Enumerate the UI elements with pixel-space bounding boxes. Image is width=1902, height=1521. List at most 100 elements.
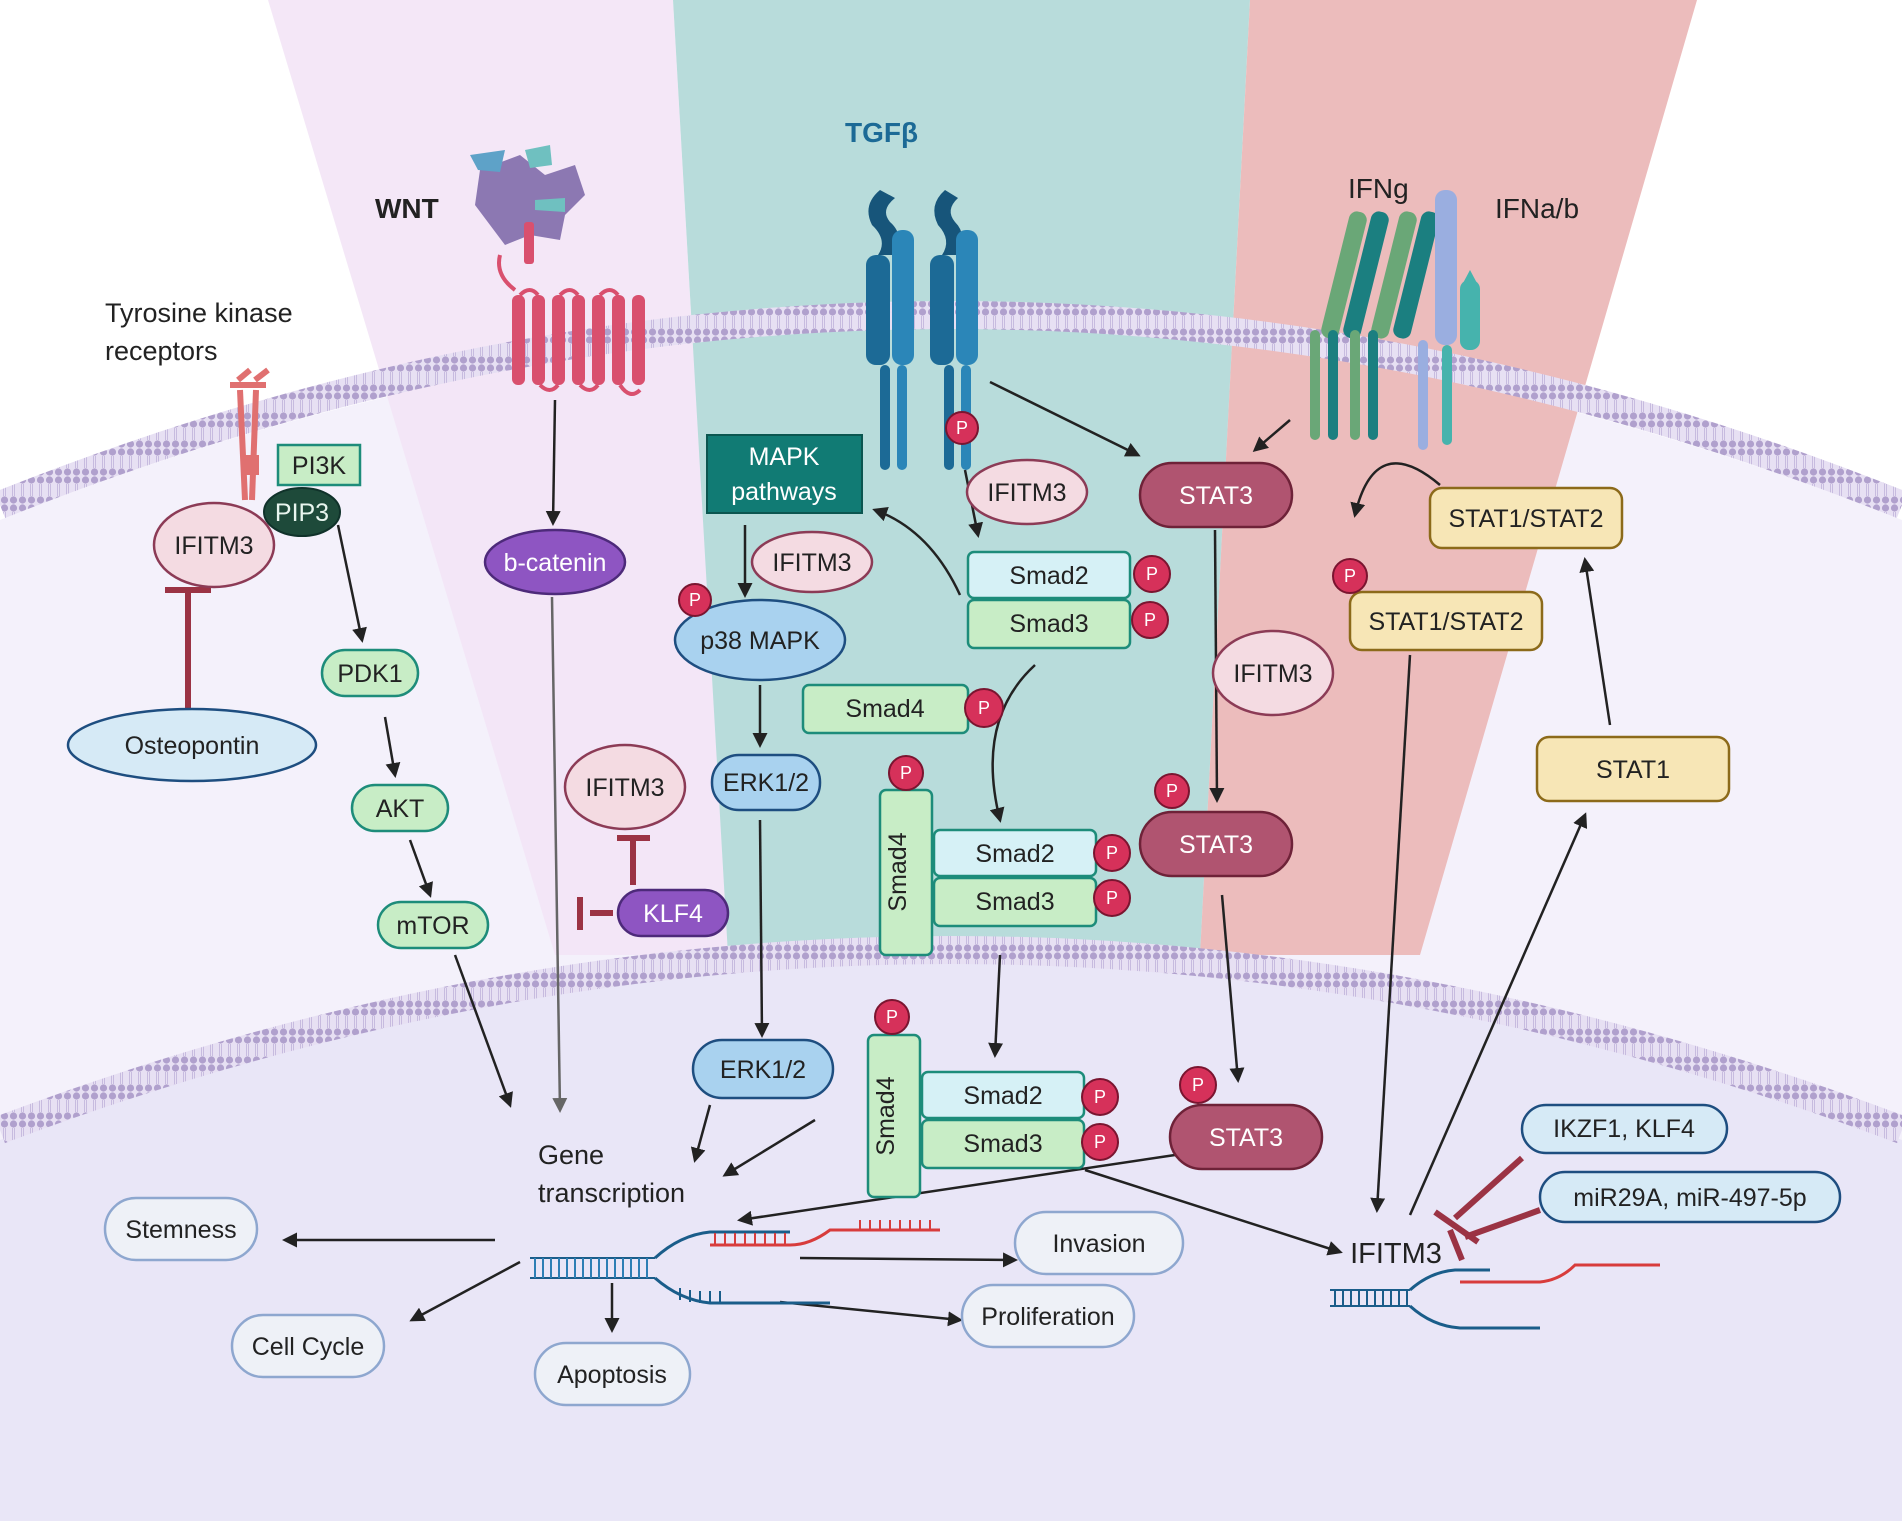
- proliferation-node: [960, 1283, 1136, 1349]
- stat1-node: [1535, 735, 1731, 803]
- phosphate-badge: [1081, 1123, 1119, 1161]
- erk-nuc-label: ERK1/2: [720, 1056, 806, 1084]
- ifitm3-smad-node: [965, 458, 1089, 526]
- ligand-labels: WNT TGFβ IFNg IFNa/b Tyrosine kinase rec…: [105, 117, 1579, 366]
- wnt-wedge: [268, 0, 728, 955]
- stat12-a-node: [1428, 486, 1624, 550]
- phosphate-label: P: [1106, 888, 1118, 908]
- stat3-c-node: [1168, 1103, 1324, 1171]
- stat1-label: STAT1: [1596, 756, 1670, 784]
- stat3-a-node: [1138, 461, 1294, 529]
- pip3-node: [263, 487, 341, 537]
- pi3k-label: PI3K: [292, 452, 347, 480]
- phosphate-badge: [1154, 773, 1190, 809]
- apoptosis-label: Apoptosis: [557, 1361, 667, 1389]
- invasion-label: Invasion: [1052, 1230, 1145, 1258]
- osteopontin-node: [66, 707, 318, 783]
- smad2-c-label: Smad2: [963, 1082, 1042, 1110]
- gene-label-line1: Gene: [538, 1140, 604, 1170]
- erk-cyto-node: [710, 753, 822, 812]
- tk-label-line1: Tyrosine kinase: [105, 298, 293, 328]
- mapk-pathways-node: [706, 434, 863, 514]
- smad2-a-label: Smad2: [1009, 562, 1088, 590]
- klf4-node: [616, 888, 730, 938]
- ifitm3-klf4-label: IFITM3: [585, 774, 664, 802]
- mtor-node: [376, 900, 490, 950]
- phosphate-label: P: [900, 763, 912, 783]
- ifitm3-tk-label: IFITM3: [174, 532, 253, 560]
- phosphate-badge: [1332, 558, 1368, 594]
- stat12-b-node: [1348, 590, 1544, 652]
- gene-transcription-label: Gene transcription: [538, 1140, 685, 1208]
- phosphate-badge: [678, 583, 712, 617]
- bcatenin-node: [483, 528, 627, 596]
- phosphate-label: P: [689, 590, 701, 610]
- phosphate-label: P: [1094, 1087, 1106, 1107]
- ikzf1-label: IKZF1, KLF4: [1553, 1115, 1695, 1143]
- pathway-arrows: [282, 380, 1612, 1333]
- phosphate-badge: [1093, 834, 1131, 872]
- phosphate-label: P: [1166, 781, 1178, 801]
- pdk1-node: [320, 648, 420, 698]
- stat12-a-label: STAT1/STAT2: [1448, 505, 1603, 533]
- smad3-c-label: Smad3: [963, 1130, 1042, 1158]
- tk-label-line2: receptors: [105, 336, 218, 366]
- inhibition-marks: [165, 587, 1542, 1262]
- cellcycle-node: [230, 1313, 386, 1379]
- klf4-label: KLF4: [643, 900, 703, 928]
- ifn-wedge: [1200, 0, 1697, 955]
- ifnab-receptor-icon: [1418, 190, 1480, 450]
- p38-mapk-node: [673, 598, 847, 682]
- phosphate-label: P: [978, 698, 990, 718]
- pdk1-label: PDK1: [337, 660, 402, 688]
- stemness-node: [103, 1196, 259, 1262]
- tgfb-label: TGFβ: [845, 117, 918, 148]
- stat3-c-label: STAT3: [1209, 1124, 1283, 1152]
- phosphate-label: P: [1146, 564, 1158, 584]
- ifitm3-stat3-label: IFITM3: [1233, 660, 1312, 688]
- smad3-a-label: Smad3: [1009, 610, 1088, 638]
- ifitm3-gene-label: IFITM3: [1350, 1238, 1442, 1270]
- phosphate-badge: [1131, 601, 1169, 639]
- mapk-label-line1: MAPK: [749, 443, 820, 471]
- phosphate-label: P: [1144, 610, 1156, 630]
- akt-node: [350, 783, 450, 833]
- phosphate-badges: [678, 411, 1368, 1161]
- bcatenin-label: b-catenin: [504, 549, 607, 577]
- smad3-b-label: Smad3: [975, 888, 1054, 916]
- mapk-label-line2: pathways: [731, 478, 837, 506]
- ifitm3-smad-label: IFITM3: [987, 479, 1066, 507]
- stat12-b-label: STAT1/STAT2: [1368, 608, 1523, 636]
- phosphate-label: P: [956, 418, 968, 438]
- smad4-c-node: [866, 1033, 922, 1199]
- tyrosine-kinase-receptor-icon: [230, 367, 270, 501]
- phosphate-badge: [1133, 555, 1171, 593]
- phosphate-badge: [874, 999, 910, 1035]
- node-labels: PI3K PIP3 IFITM3 Osteopontin PDK1 AKT mT…: [125, 443, 1807, 1389]
- p38-label: p38 MAPK: [700, 627, 820, 655]
- dna-icon: [530, 1220, 940, 1305]
- smad4-c-label: Smad4: [872, 1076, 900, 1155]
- smad2-b-label: Smad2: [975, 840, 1054, 868]
- stat3-a-label: STAT3: [1179, 482, 1253, 510]
- phosphate-badge: [964, 688, 1004, 728]
- phosphate-badge: [1093, 879, 1131, 917]
- osteopontin-label: Osteopontin: [125, 732, 260, 760]
- proliferation-label: Proliferation: [981, 1303, 1114, 1331]
- phosphate-label: P: [1094, 1132, 1106, 1152]
- ifnab-label: IFNa/b: [1495, 193, 1579, 224]
- ifng-receptor-icon: [1310, 211, 1439, 440]
- invasion-node: [1013, 1210, 1185, 1276]
- phosphate-labels: P P P P P P P P P P P P P P: [689, 418, 1356, 1152]
- ifitm3-mapk-label: IFITM3: [772, 549, 851, 577]
- phosphate-label: P: [1192, 1075, 1204, 1095]
- pip3-label: PIP3: [275, 499, 329, 527]
- mir-label: miR29A, miR-497-5p: [1573, 1184, 1806, 1212]
- pi3k-node: [276, 443, 362, 487]
- frizzled-receptor-icon: [497, 222, 645, 396]
- phosphate-badge: [1179, 1066, 1217, 1104]
- phosphate-badge: [888, 755, 924, 791]
- erk-cyto-label: ERK1/2: [723, 769, 809, 797]
